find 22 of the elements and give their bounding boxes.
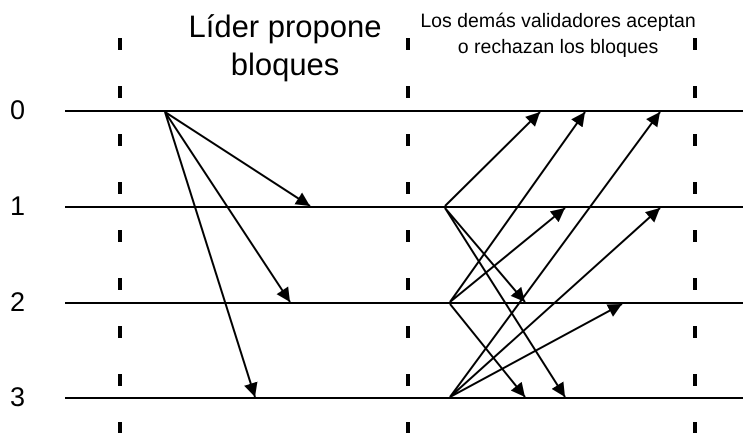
row-number: 3 [10, 382, 26, 412]
phase-heading: Líder propone bloques [187, 8, 383, 84]
horizontal-line [65, 110, 743, 112]
arrow [449, 111, 661, 398]
arrow [444, 207, 566, 398]
arrow [450, 303, 622, 398]
arrow [449, 303, 526, 398]
arrow [449, 111, 586, 303]
arrow [444, 111, 541, 207]
horizontal-line [65, 302, 743, 304]
arrow [444, 207, 526, 303]
row-number: 1 [10, 191, 26, 221]
horizontal-line [65, 397, 743, 399]
arrow [449, 207, 661, 398]
row-number: 2 [10, 287, 26, 317]
arrow [164, 111, 291, 303]
phase-heading: Los demás validadores aceptan o rechazan los bloques [419, 9, 697, 60]
arrow [164, 111, 311, 207]
arrow [164, 112, 258, 398]
row-number: 0 [10, 95, 26, 125]
arrow [449, 207, 566, 303]
horizontal-line [65, 206, 743, 208]
